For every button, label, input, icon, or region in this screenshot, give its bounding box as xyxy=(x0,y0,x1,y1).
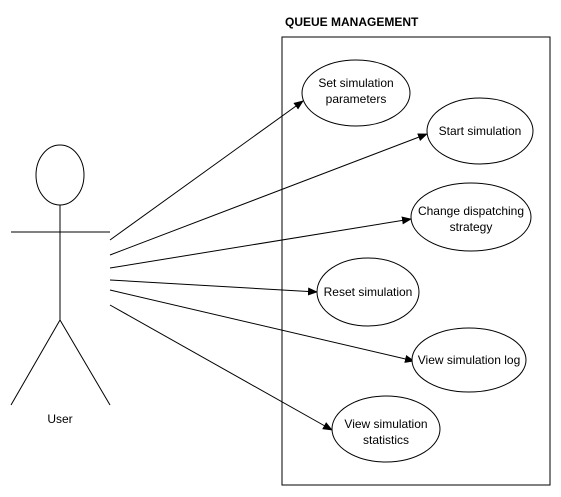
use-case-change-strategy[interactable]: Change dispatching strategy xyxy=(410,182,532,252)
use-case-label: strategy xyxy=(450,220,493,234)
use-case-set-parameters[interactable]: Set simulation parameters xyxy=(301,59,411,127)
use-case-label: Set simulation xyxy=(318,76,393,90)
use-case-start-simulation[interactable]: Start simulation xyxy=(426,97,534,165)
association-start-simulation xyxy=(109,133,428,256)
actor-right-leg xyxy=(59,319,111,406)
association-reset-simulation xyxy=(109,279,318,296)
use-case-label: statistics xyxy=(363,433,409,447)
use-case-view-log[interactable]: View simulation log xyxy=(411,327,527,393)
use-case-label: View simulation xyxy=(344,417,427,431)
actor-head xyxy=(35,144,85,206)
use-case-view-statistics[interactable]: View simulation statistics xyxy=(331,395,441,463)
actor-label: User xyxy=(47,412,72,426)
use-case-label: Start simulation xyxy=(439,124,522,138)
actor-user: User xyxy=(10,144,111,426)
use-case-label: parameters xyxy=(326,92,387,106)
use-case-label: View simulation log xyxy=(418,353,521,367)
actor-left-leg xyxy=(10,319,61,406)
associations xyxy=(109,100,428,431)
system-boundary xyxy=(281,36,551,486)
association-change-strategy xyxy=(109,216,412,269)
use-case-label: Reset simulation xyxy=(324,285,413,299)
association-view-log xyxy=(109,289,415,363)
system-title: QUEUE MANAGEMENT xyxy=(285,15,419,29)
use-case-reset-simulation[interactable]: Reset simulation xyxy=(316,257,420,327)
association-view-statistics xyxy=(109,304,333,431)
association-set-parameters xyxy=(109,100,304,241)
use-case-label: Change dispatching xyxy=(418,204,524,218)
